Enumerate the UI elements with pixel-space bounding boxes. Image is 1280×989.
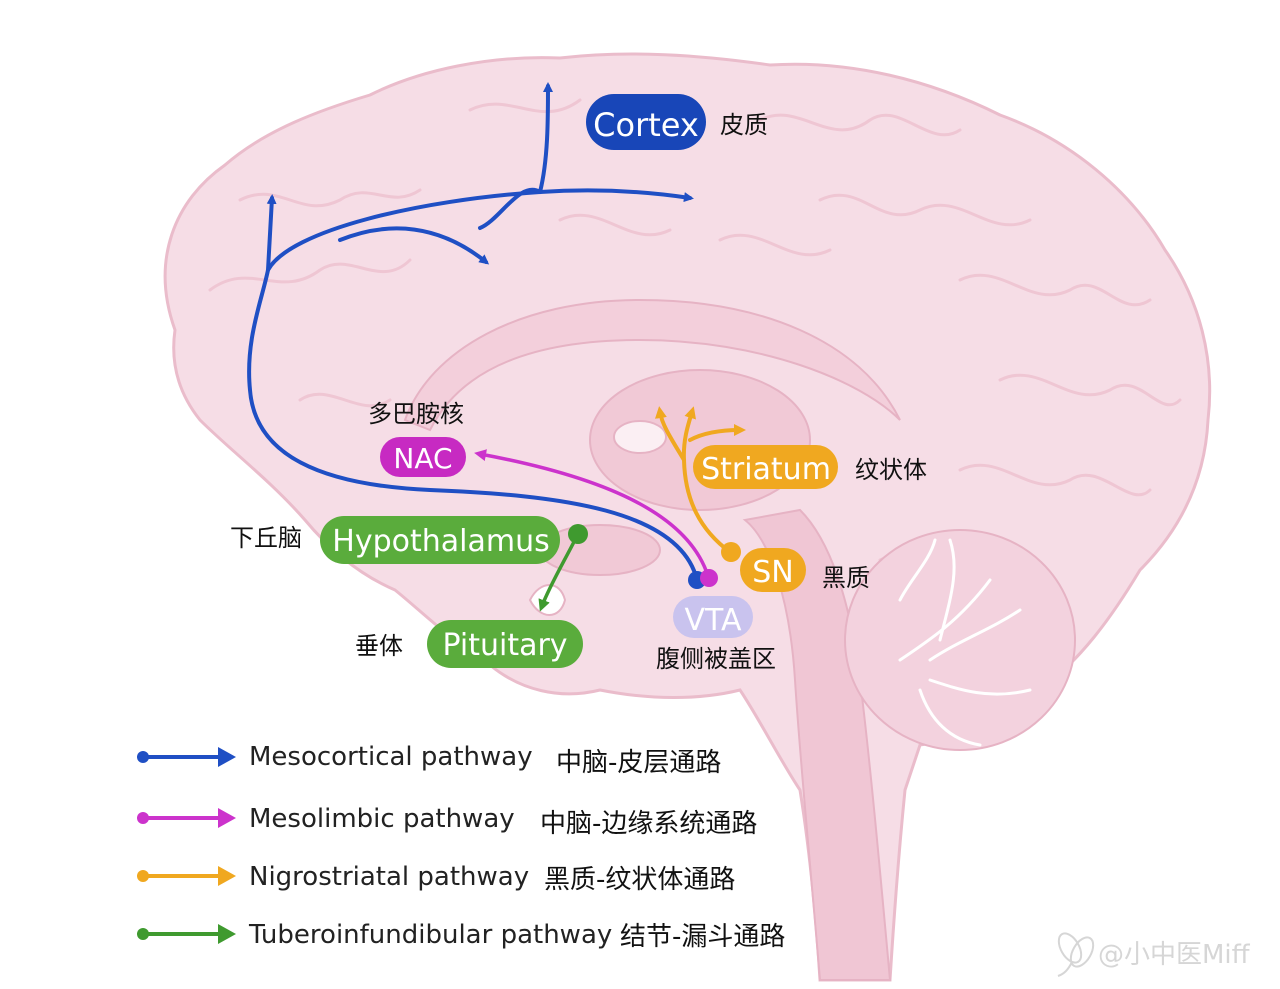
- hypothalamus-label-cn: 下丘脑: [230, 524, 302, 552]
- watermark: @小中医Miff: [1057, 932, 1251, 977]
- sn-label-cn: 黑质: [822, 564, 870, 592]
- weibo-flower-icon: [1057, 932, 1095, 977]
- legend: Mesocortical pathway 中脑-皮层通路 Mesolimbic …: [137, 742, 785, 952]
- sn-label-text: SN: [752, 555, 793, 590]
- legend-item-mesolimbic-cn: 中脑-边缘系统通路: [540, 809, 757, 839]
- sn-node: [721, 542, 741, 562]
- vta-label: VTA: [673, 596, 753, 638]
- striatum-label-text: Striatum: [701, 452, 831, 487]
- hypothalamus-label: Hypothalamus: [320, 516, 560, 564]
- pituitary-label-text: Pituitary: [442, 628, 567, 663]
- nac-label: NAC: [380, 437, 466, 477]
- legend-item-mesolimbic-en: Mesolimbic pathway: [249, 804, 515, 834]
- hypothalamus-node: [568, 524, 588, 544]
- legend-item-tuberoinfundibular-cn: 结节-漏斗通路: [620, 922, 785, 952]
- legend-item-tuberoinfundibular-en: Tuberoinfundibular pathway: [248, 920, 612, 950]
- legend-item-tuberoinfundibular: Tuberoinfundibular pathway 结节-漏斗通路: [137, 920, 785, 952]
- cerebellum: [844, 529, 1076, 751]
- legend-item-mesocortical-en: Mesocortical pathway: [249, 742, 533, 772]
- legend-item-nigrostriatal-en: Nigrostriatal pathway: [249, 862, 529, 892]
- vta-label-text: VTA: [684, 603, 742, 638]
- mesocortical-path: [247, 82, 699, 582]
- mesocortical-branch-3: [338, 226, 490, 265]
- nac-label-text: NAC: [393, 442, 452, 475]
- mesocortical-branch-4: [478, 187, 542, 230]
- nigrostriatal-path: [654, 406, 746, 554]
- legend-item-mesolimbic: Mesolimbic pathway 中脑-边缘系统通路: [137, 804, 757, 839]
- mesocortical-branch-2: [538, 82, 553, 194]
- striatum-label-cn: 纹状体: [855, 456, 927, 484]
- mesolimbic-path: [474, 449, 710, 578]
- legend-item-mesocortical: Mesocortical pathway 中脑-皮层通路: [137, 742, 721, 778]
- mesocortical-branch-1: [266, 188, 694, 272]
- vta-label-cn: 腹侧被盖区: [656, 645, 776, 673]
- cortex-label-cn: 皮质: [720, 111, 768, 139]
- pituitary-label: Pituitary: [427, 620, 583, 668]
- brain-illustration: [163, 52, 1212, 982]
- pituitary-label-cn: 垂体: [355, 632, 403, 660]
- vta-magenta-node: [700, 569, 718, 587]
- nac-label-cn: 多巴胺核: [368, 400, 464, 428]
- corpus-callosum: [403, 298, 901, 432]
- brain-outline: [163, 52, 1212, 982]
- striatum-label: Striatum: [693, 445, 838, 489]
- sn-label: SN: [740, 548, 806, 592]
- legend-item-nigrostriatal-cn: 黑质-纹状体通路: [544, 865, 735, 895]
- hypothalamus-label-text: Hypothalamus: [332, 524, 549, 559]
- legend-item-mesocortical-cn: 中脑-皮层通路: [556, 748, 721, 778]
- watermark-text: @小中医Miff: [1098, 940, 1251, 970]
- legend-item-nigrostriatal: Nigrostriatal pathway 黑质-纹状体通路: [137, 862, 735, 895]
- cortex-label: Cortex: [586, 94, 706, 150]
- mesocortical-main-curve: [247, 194, 699, 582]
- cortex-label-text: Cortex: [593, 106, 699, 144]
